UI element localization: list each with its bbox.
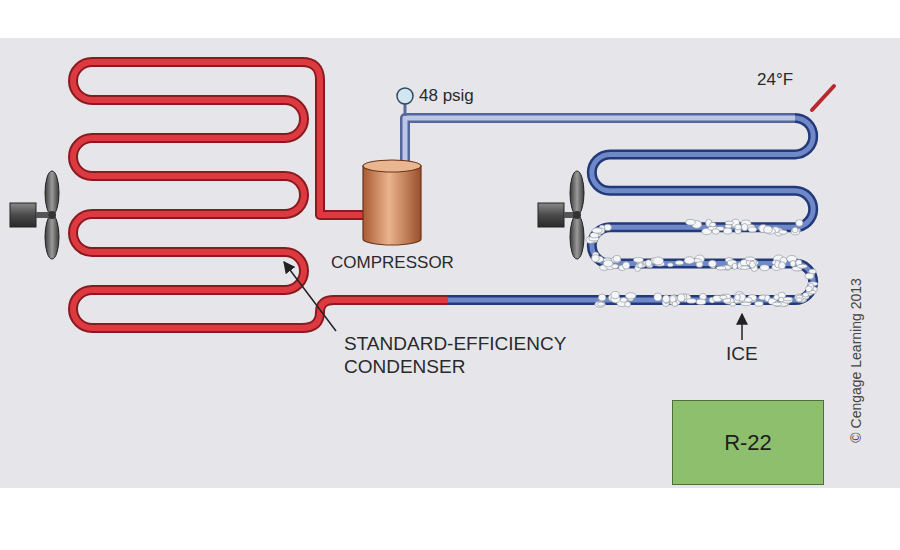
ice-crystal bbox=[667, 263, 673, 267]
ice-crystal bbox=[653, 257, 664, 265]
ice-crystal bbox=[592, 228, 602, 233]
ice-crystal bbox=[654, 293, 662, 301]
ice-crystal bbox=[716, 266, 726, 270]
ice-label: ICE bbox=[726, 343, 758, 366]
ice-crystal bbox=[613, 255, 621, 262]
suction-line-core bbox=[405, 118, 795, 165]
ice-crystal bbox=[744, 297, 752, 302]
ice-crystal bbox=[723, 228, 732, 234]
ice-crystal bbox=[796, 220, 803, 227]
ice-crystal bbox=[686, 219, 696, 225]
ice-crystal bbox=[677, 294, 685, 302]
ice-crystal bbox=[638, 263, 643, 268]
ice-crystal bbox=[735, 224, 742, 230]
refrigerant-box: R-22 bbox=[672, 400, 824, 485]
ice-crystal bbox=[708, 260, 716, 267]
ice-crystal bbox=[772, 302, 781, 306]
ice-crystal bbox=[662, 295, 669, 303]
ice-crystal bbox=[620, 297, 627, 302]
ice-crystal bbox=[805, 273, 814, 279]
ice-crystal bbox=[696, 299, 706, 305]
copyright-note: © Cengage Learning 2013 bbox=[848, 278, 865, 442]
ice-leader bbox=[741, 314, 743, 340]
ice-crystal bbox=[783, 297, 792, 301]
ice-crystal bbox=[633, 258, 643, 263]
evaporator-coil bbox=[448, 118, 813, 300]
suction-line bbox=[405, 118, 795, 165]
ice-crystal bbox=[749, 261, 755, 268]
ice-crystal bbox=[760, 265, 769, 271]
ice-crystal bbox=[684, 257, 694, 264]
ice-crystal bbox=[774, 295, 779, 300]
ice-crystal bbox=[740, 266, 750, 270]
ice-crystal bbox=[741, 224, 748, 231]
ice-crystal bbox=[712, 229, 719, 235]
ice-crystal bbox=[748, 227, 757, 232]
compressor: COMPRESSOR bbox=[310, 150, 475, 280]
ice-crystal bbox=[792, 227, 798, 233]
ice-crystal bbox=[603, 260, 613, 267]
ice-crystal bbox=[725, 221, 733, 225]
condenser-coil bbox=[73, 62, 452, 328]
ice-crystal bbox=[764, 226, 772, 233]
ice-crystal bbox=[672, 301, 677, 306]
pressure-reading: 48 psig bbox=[419, 86, 474, 106]
ice-crystal bbox=[591, 255, 599, 262]
ice-crystal bbox=[730, 302, 736, 306]
ice-crystal bbox=[735, 294, 741, 300]
ice-crystal bbox=[755, 301, 764, 306]
ice-crystal bbox=[598, 294, 606, 301]
ice-crystal bbox=[797, 264, 807, 268]
temperature-reading: 24°F bbox=[757, 70, 793, 90]
ice-crystal bbox=[645, 260, 651, 267]
evaporator-fan bbox=[538, 171, 584, 259]
ice-crystal bbox=[790, 260, 796, 267]
ice-buildup bbox=[586, 219, 818, 307]
compressor-shell bbox=[310, 150, 475, 250]
condenser-fan bbox=[10, 171, 59, 259]
thermometer-probe bbox=[812, 86, 834, 110]
refrigerant-label: R-22 bbox=[724, 430, 772, 456]
condenser-label: STANDARD-EFFICIENCY CONDENSER bbox=[344, 333, 644, 379]
ice-crystal bbox=[611, 291, 619, 298]
condenser-coil-core bbox=[73, 62, 452, 328]
ice-crystal bbox=[687, 299, 697, 304]
compressor-label: COMPRESSOR bbox=[310, 253, 475, 273]
ice-crystal bbox=[779, 262, 786, 269]
ice-crystal bbox=[597, 302, 604, 306]
ice-crystal bbox=[796, 298, 802, 302]
pressure-gauge bbox=[397, 88, 413, 116]
evaporator-coil-core bbox=[448, 118, 813, 300]
ice-crystal bbox=[806, 286, 813, 292]
ice-crystal bbox=[720, 295, 727, 299]
ice-crystal bbox=[779, 230, 787, 234]
ice-crystal bbox=[625, 293, 636, 299]
condenser-leader bbox=[284, 262, 336, 331]
ice-crystal bbox=[710, 222, 716, 227]
ice-crystal bbox=[622, 262, 629, 269]
ice-crystal bbox=[745, 257, 755, 261]
ice-crystal bbox=[732, 263, 737, 269]
ice-crystal bbox=[595, 301, 606, 307]
ice-crystal bbox=[803, 292, 809, 297]
ice-crystal bbox=[675, 261, 683, 265]
